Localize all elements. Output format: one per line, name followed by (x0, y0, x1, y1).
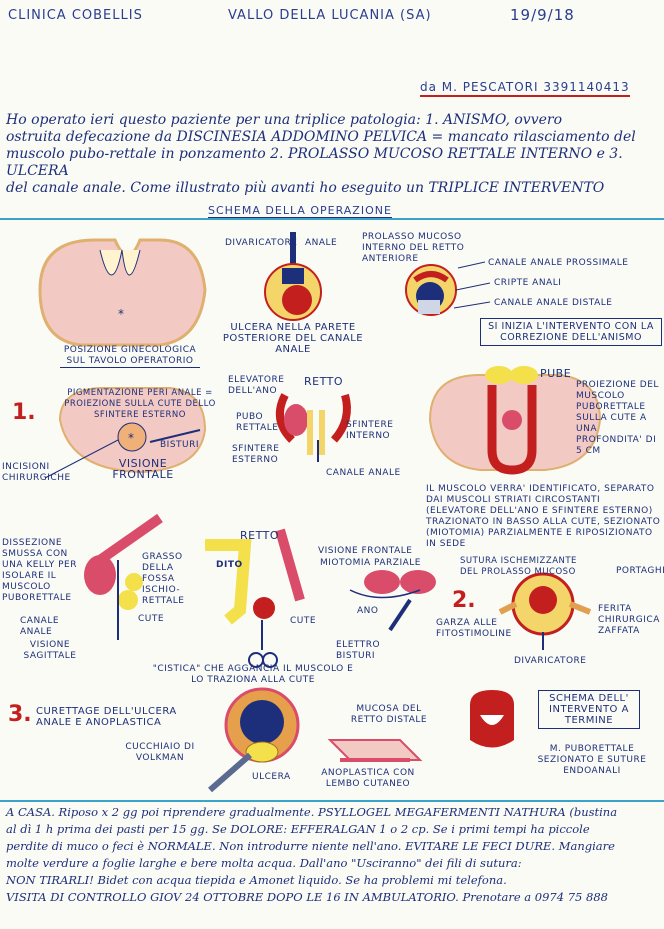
date: 19/9/18 (510, 6, 575, 24)
divaricatore-label: DIVARICATORE (225, 238, 298, 248)
step-1-number: 1. (12, 400, 36, 425)
canal-distal-label: CANALE ANALE DISTALE (494, 298, 613, 308)
skin-label-1: CUTE (138, 614, 165, 624)
anal-canal-label: CANALE ANALE (326, 468, 401, 478)
anoplasty-label: ANOPLASTICA CON LEMBO CUTANEO (321, 768, 415, 789)
clinic-location: VALLO DELLA LUCANIA (SA) (228, 8, 432, 23)
home-note-line-4: molte verdure a foglie larghe e bere mol… (6, 856, 522, 870)
frontal-view-label-2: VISIONE FRONTALE (318, 546, 413, 556)
volkman-spoon-label: CUCCHIAIO DI VOLKMAN (125, 742, 195, 763)
intro-line-1: Ho operato ieri questo paziente per una … (6, 112, 563, 128)
bisturi-label: BISTURI (160, 440, 200, 450)
retractor-label-2: DIVARICATORE (514, 656, 587, 666)
home-note-line-1: A CASA. Riposo x 2 gg poi riprendere gra… (6, 805, 618, 819)
puborectal-label: PUBO RETTALE (236, 412, 279, 433)
home-note-line-5: NON TIRARLI! Bidet con acqua tiepida e A… (6, 873, 507, 887)
electro-scalpel-label: ELETTRO BISTURI (336, 640, 381, 661)
intro-line-2: ostruita defecazione da DISCINESIA ADDOM… (6, 129, 636, 145)
pigmentation-label: PIGMENTAZIONE PERI ANALE = PROIEZIONE SU… (64, 388, 216, 420)
sagittal-view-label: VISIONE SAGITTALE (23, 640, 77, 661)
suture-label: SUTURA ISCHEMIZZANTE DEL PROLASSO MUCOSO (460, 556, 577, 577)
internal-sphincter-label: SFINTERE INTERNO (346, 420, 394, 441)
step-2-number: 2. (452, 588, 476, 613)
curettage-label: CURETTAGE DELL'ULCERA ANALE E ANOPLASTIC… (36, 706, 177, 728)
intro-line-4: del canale anale. Come illustrato più av… (6, 180, 605, 196)
anal-canal-label-2: CANALE ANALE (20, 616, 60, 637)
partial-myotomy-label: MIOTOMIA PARZIALE (320, 558, 421, 568)
schema-title: SCHEMA DELLA OPERAZIONE (208, 204, 392, 218)
anus-label: ANO (357, 606, 379, 616)
pube-label: PUBE (540, 367, 572, 380)
blunt-dissection-label: DISSEZIONE SMUSSA CON UNA KELLY PER ISOL… (2, 538, 77, 603)
puborectal-sectioned-label: M. PUBORETTALE SEZIONATO E SUTURE ENDOAN… (537, 744, 647, 776)
crypts-label: CRIPTE ANALI (494, 278, 562, 288)
canal-proximal-label: CANALE ANALE PROSSIMALE (488, 258, 629, 268)
final-schema-box: SCHEMA DELL' INTERVENTO A TERMINE (538, 690, 640, 729)
step-3-number: 3. (8, 702, 32, 727)
svg-text:*: * (118, 307, 124, 321)
elevator-label: ELEVATORE DELL'ANO (228, 375, 285, 396)
skin-label-2: CUTE (290, 616, 317, 626)
prolapse-label: PROLASSO MUCOSO INTERNO DEL RETTO ANTERI… (362, 232, 465, 264)
divider-top (0, 218, 664, 220)
ulcer-caption: ULCERA NELLA PARETE POSTERIORE DEL CANAL… (222, 322, 364, 355)
home-note-line-6: VISITA DI CONTROLLO GIOV 24 OTTOBRE DOPO… (6, 890, 608, 904)
wound-label: FERITA CHIRURGICA ZAFFATA (598, 604, 660, 636)
home-note-line-3: perdite di muco o feci è NORMALE. Non in… (6, 839, 615, 853)
anale-label: ANALE (305, 238, 338, 248)
intro-text: Ho operato ieri questo paziente per una … (6, 112, 662, 197)
rectum-label-2: RETTO (240, 529, 279, 542)
ulcer-label: ULCERA (252, 772, 291, 782)
intro-line-3: muscolo pubo-rettale in ponzamento 2. PR… (6, 146, 623, 179)
position-caption: POSIZIONE GINECOLOGICA SUL TAVOLO OPERAT… (60, 345, 200, 368)
distal-mucosa-label: MUCOSA DEL RETTO DISTALE (350, 704, 428, 725)
gauze-label: GARZA ALLE FITOSTIMOLINE (436, 618, 512, 639)
external-sphincter-label: SFINTERE ESTERNO (232, 444, 280, 465)
clinic-name: CLINICA COBELLIS (8, 8, 143, 23)
incisions-label: INCISIONI CHIRURGICHE (2, 462, 71, 483)
ischiorectal-fat-label: GRASSO DELLA FOSSA ISCHIO-RETTALE (142, 552, 185, 606)
cistica-label: "CISTICA" CHE AGGANCIA IL MUSCOLO E LO T… (152, 664, 354, 685)
frontal-view-label: VISIONE FRONTALE (112, 457, 174, 481)
rectum-label: RETTO (304, 375, 343, 388)
divider-bottom (0, 800, 664, 802)
finger-label: DITO (216, 560, 243, 570)
anism-note-box: SI INIZIA L'INTERVENTO CON LA CORREZIONE… (480, 318, 662, 346)
home-note-line-2: al dì 1 h prima dei pasti per 15 gg. Se … (6, 822, 590, 836)
projection-label: PROIEZIONE DEL MUSCOLO PUBORETTALE SULLA… (576, 380, 659, 456)
needle-holder-label: PORTAGHI (616, 566, 664, 576)
author-contact: da M. PESCATORI 3391140413 (420, 80, 630, 97)
muscle-procedure-note: IL MUSCOLO VERRA' IDENTIFICATO, SEPARATO… (426, 484, 661, 549)
home-care-notes: A CASA. Riposo x 2 gg poi riprendere gra… (6, 804, 662, 906)
svg-text:*: * (128, 431, 134, 445)
